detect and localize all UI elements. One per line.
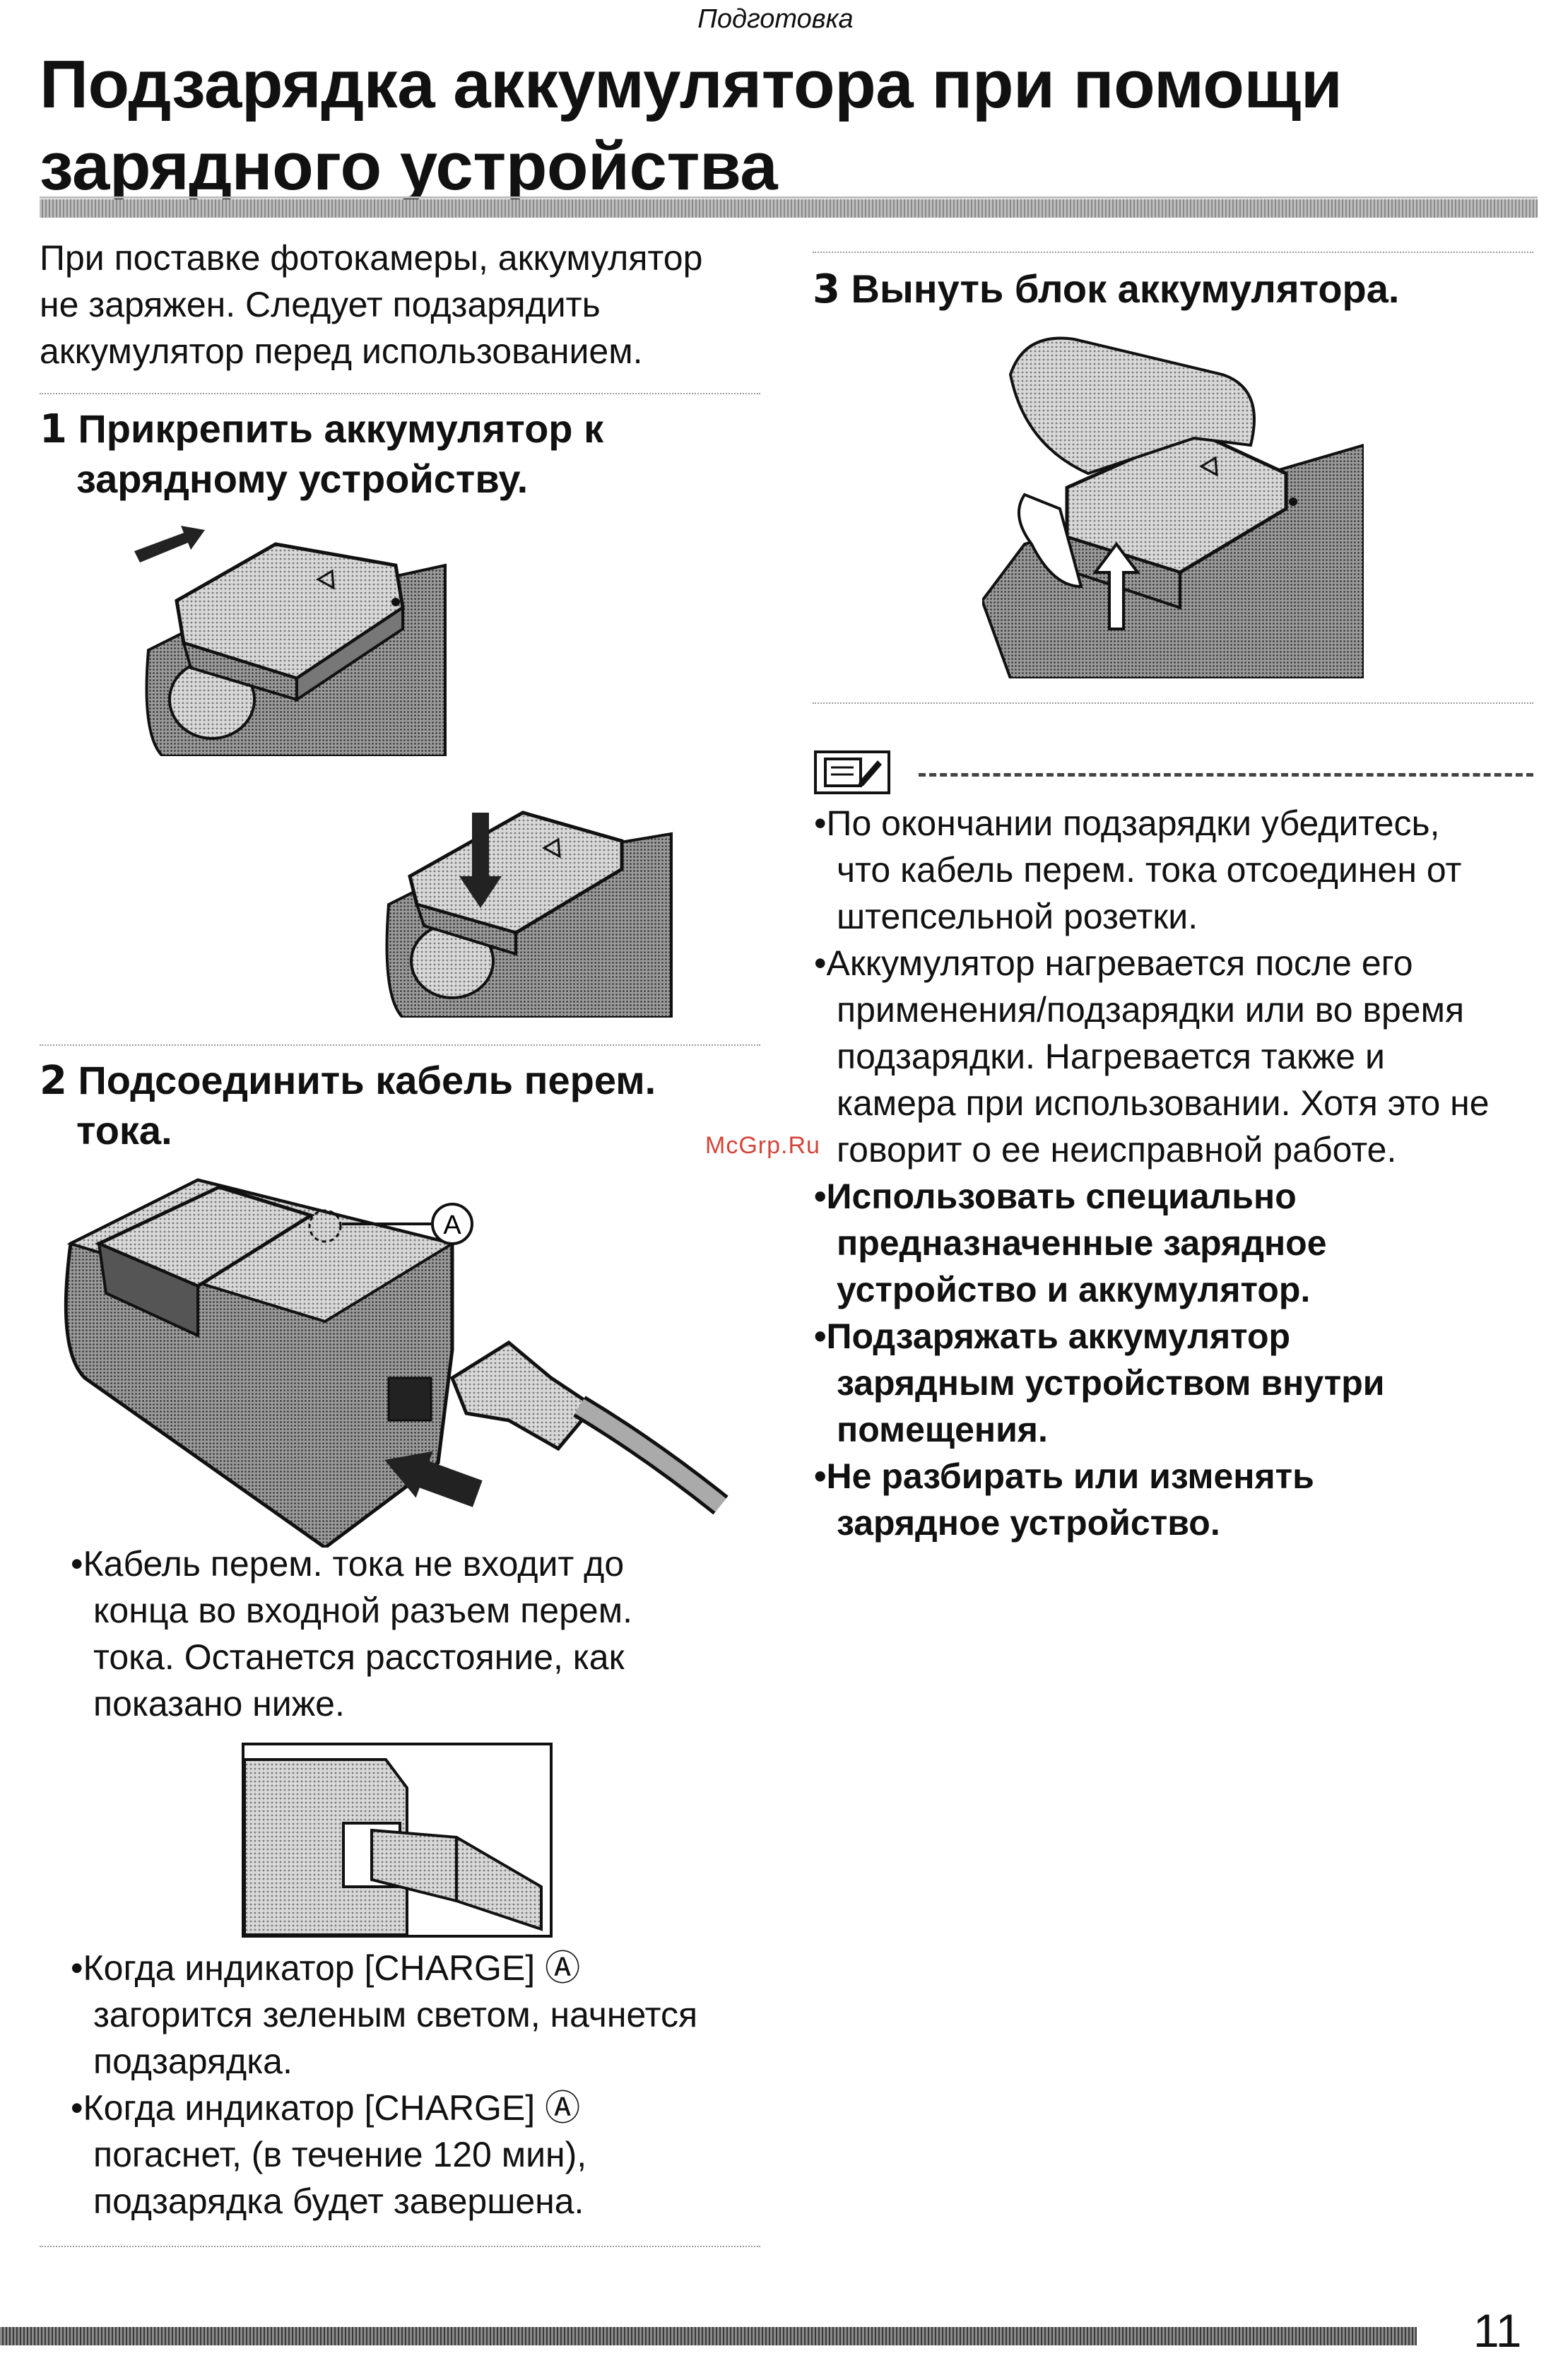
footer-bar bbox=[0, 2327, 1417, 2345]
step-number: 3 bbox=[813, 266, 840, 312]
note-dashed-rule bbox=[919, 773, 1533, 777]
divider bbox=[813, 702, 1533, 704]
step-1-heading: 1 Прикрепить аккумулятор к зарядному уст… bbox=[40, 404, 774, 504]
step-1-line2: зарядному устройству. bbox=[76, 456, 529, 501]
illustration-plug-gap bbox=[242, 1743, 553, 1938]
step-2-line1: Подсоединить кабель перем. bbox=[78, 1058, 656, 1102]
step-3-heading: 3 Вынуть блок аккумулятора. bbox=[813, 264, 1533, 314]
illustration-battery-remove bbox=[982, 332, 1364, 678]
note-list: •По окончании подзарядки убедитесь,что к… bbox=[814, 800, 1542, 1546]
callout-circle bbox=[431, 1203, 473, 1245]
page-title-line1: Подзарядка аккумулятора при помощи bbox=[40, 47, 1343, 122]
arrow-icon bbox=[134, 526, 205, 562]
divider bbox=[813, 252, 1533, 253]
step-3-text: Вынуть блок аккумулятора. bbox=[851, 266, 1400, 311]
watermark: McGrp.Ru bbox=[705, 1132, 820, 1159]
title-divider bbox=[40, 199, 1538, 218]
step-number: 2 bbox=[40, 1058, 67, 1104]
step-number: 1 bbox=[40, 406, 67, 452]
arrow-icon bbox=[459, 813, 502, 908]
divider bbox=[40, 2246, 760, 2247]
page-title: Подзарядка аккумулятора при помощи заряд… bbox=[40, 44, 1509, 208]
illustration-battery-attach bbox=[134, 523, 459, 756]
divider bbox=[40, 393, 760, 394]
intro-line: не заряжен. Следует подзарядить bbox=[40, 285, 601, 324]
divider bbox=[40, 1044, 760, 1046]
step-2-heading: 2 Подсоединить кабель перем. тока. bbox=[40, 1056, 774, 1155]
step-1-line1: Прикрепить аккумулятор к bbox=[78, 406, 604, 451]
step-2-line2: тока. bbox=[76, 1108, 172, 1153]
intro-text: При поставке фотокамеры, аккумулятор не … bbox=[40, 235, 774, 375]
bullet-item: •По окончании подзарядки убедитесь,что к… bbox=[814, 803, 1462, 936]
page-title-line2: зарядного устройства bbox=[40, 129, 778, 204]
arrow-icon bbox=[384, 1451, 483, 1507]
intro-line: аккумулятор перед использованием. bbox=[40, 331, 643, 371]
intro-line: При поставке фотокамеры, аккумулятор bbox=[40, 238, 703, 278]
illustration-charger-cable: A bbox=[57, 1166, 735, 1548]
note-pencil-icon bbox=[814, 750, 890, 794]
illustration-battery-press bbox=[382, 784, 678, 1018]
page-number: 11 bbox=[1473, 2304, 1522, 2357]
section-label: Подготовка bbox=[697, 4, 854, 34]
arrow-icon bbox=[1092, 541, 1140, 630]
title-divider-top bbox=[40, 196, 1538, 199]
callout-letter: A bbox=[443, 1210, 461, 1240]
